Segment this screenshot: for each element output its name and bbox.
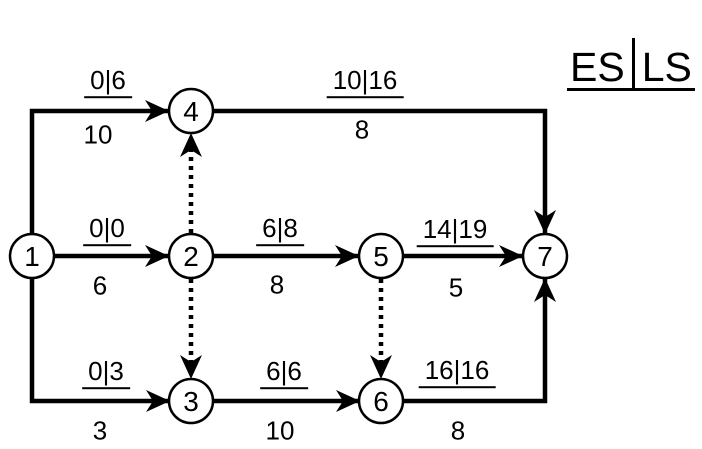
node-number-2: 2	[183, 241, 199, 272]
edge-4-7	[213, 108, 556, 234]
node-1	[8, 232, 56, 280]
node-number-1: 1	[24, 241, 40, 272]
node-7	[521, 232, 569, 280]
node-4	[167, 87, 215, 135]
node-6	[357, 377, 405, 425]
node-5	[357, 232, 405, 280]
legend-es-text: ES	[570, 44, 625, 90]
es-ls-legend: ES LS	[567, 38, 695, 91]
legend-ls-text: LS	[641, 44, 692, 90]
edge-6-7	[403, 278, 556, 404]
node-number-3: 3	[183, 386, 199, 417]
node-2	[167, 232, 215, 280]
edge-1-4	[29, 100, 169, 234]
legend-divider-bar	[631, 38, 635, 88]
edge-1-3	[29, 278, 170, 412]
node-number-6: 6	[373, 386, 389, 417]
node-number-7: 7	[537, 241, 553, 272]
node-number-5: 5	[373, 241, 389, 272]
node-3	[167, 377, 215, 425]
node-number-4: 4	[183, 96, 199, 127]
